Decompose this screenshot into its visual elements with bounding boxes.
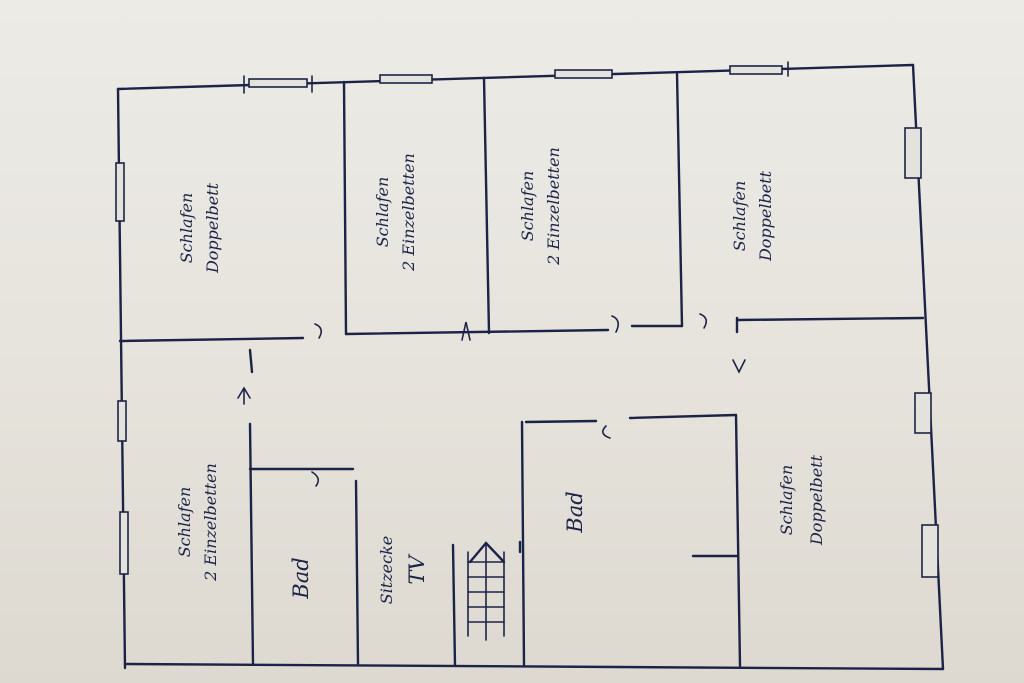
room-name: Schlafen xyxy=(730,181,749,252)
windows xyxy=(115,61,939,578)
stairs-arrow-icon xyxy=(468,541,506,564)
door-arrows xyxy=(237,313,746,487)
window xyxy=(117,400,127,442)
door-arrow-icon xyxy=(314,323,323,339)
window xyxy=(115,162,125,222)
door-arrow-icon xyxy=(602,425,611,439)
room-name: Schlafen xyxy=(777,465,796,536)
door-arrow-icon xyxy=(461,321,471,341)
room-bed: Doppelbett xyxy=(807,454,826,546)
staircase xyxy=(467,541,506,641)
room-name: Schlafen xyxy=(518,171,537,242)
window xyxy=(904,127,922,179)
living-label: Sitzecke xyxy=(377,536,396,605)
room-name: Schlafen xyxy=(177,193,196,264)
door-arrow-icon xyxy=(699,313,708,329)
living-tv-label: TV xyxy=(405,554,429,585)
window xyxy=(729,65,783,75)
room-bed: 2 Einzelbetten xyxy=(201,463,220,582)
room-label-living: Sitzecke TV xyxy=(377,536,429,605)
room-label-r3: Schlafen 2 Einzelbetten xyxy=(518,147,563,266)
room-label-bath-left: Bad xyxy=(289,557,313,599)
window xyxy=(921,524,939,578)
room-name: Schlafen xyxy=(373,177,392,248)
room-bed: 2 Einzelbetten xyxy=(544,147,563,266)
room-bed: Doppelbett xyxy=(203,182,222,274)
outer-walls xyxy=(116,63,945,671)
room-label-r1: Schlafen Doppelbett xyxy=(177,182,222,274)
door-arrow-icon xyxy=(732,359,746,374)
bath-label: Bad xyxy=(563,491,587,533)
room-label-r5: Schlafen 2 Einzelbetten xyxy=(175,463,220,582)
room-label-bath-mid: Bad xyxy=(563,491,587,533)
door-arrow-icon xyxy=(611,315,620,333)
window xyxy=(914,392,932,434)
door-arrow-icon xyxy=(237,386,251,405)
window xyxy=(554,69,613,79)
door-arrow-icon xyxy=(311,471,320,487)
room-label-r6: Schlafen Doppelbett xyxy=(777,454,826,546)
room-label-r2: Schlafen 2 Einzelbetten xyxy=(373,153,418,272)
room-bed: 2 Einzelbetten xyxy=(399,153,418,272)
room-label-r4: Schlafen Doppelbett xyxy=(730,170,775,262)
window xyxy=(379,74,433,84)
window xyxy=(119,511,129,575)
room-name: Schlafen xyxy=(175,487,194,558)
room-bed: Doppelbett xyxy=(756,170,775,262)
bath-label: Bad xyxy=(289,557,313,599)
interior-walls xyxy=(118,71,925,668)
window xyxy=(248,78,308,88)
